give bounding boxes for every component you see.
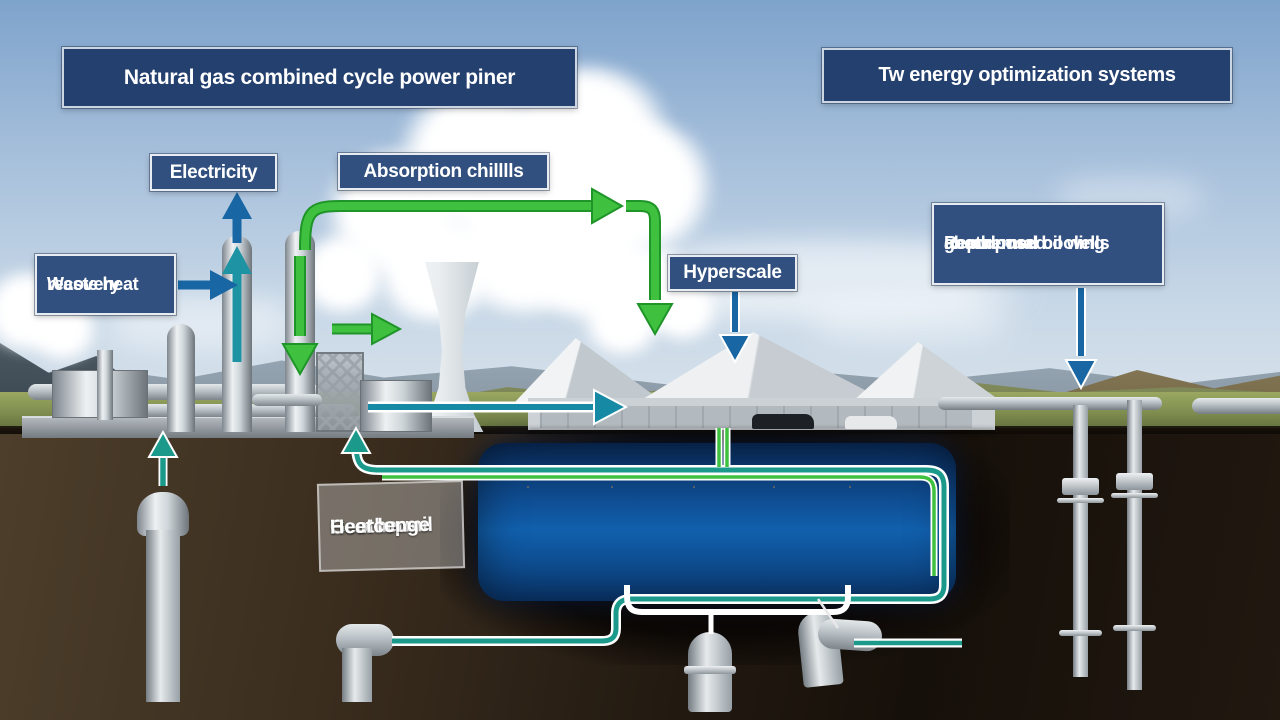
plant-column-1 xyxy=(222,236,252,432)
server-unit xyxy=(611,486,613,488)
label-repurposed-wells: Repurposed abandoned oil wells geotherma… xyxy=(932,203,1164,285)
rack-row xyxy=(690,486,696,507)
cloud xyxy=(760,300,1060,345)
server-unit xyxy=(527,486,529,488)
server-rack xyxy=(846,486,924,598)
edge-pipeline xyxy=(1192,398,1280,414)
injection-pipe-elbow xyxy=(137,492,189,536)
plant-machinery-block xyxy=(360,380,432,432)
plant-stack xyxy=(97,350,113,420)
well-disc xyxy=(1113,625,1156,631)
server-unit xyxy=(773,486,775,488)
well-disc xyxy=(1111,493,1158,498)
server-unit xyxy=(693,486,695,488)
title-left: Natural gas combined cycle power piner xyxy=(62,47,577,108)
label-hyperscale: Hyperscale xyxy=(668,255,797,291)
rack-row xyxy=(770,486,776,507)
wellhead-flange xyxy=(1062,478,1099,495)
server-rack xyxy=(690,486,768,598)
server-rack xyxy=(770,486,848,598)
well-feed-pipe xyxy=(938,397,1162,410)
plant-truss-structure xyxy=(316,352,364,432)
injection-pipe xyxy=(146,530,180,702)
label-electricity: Electricity xyxy=(150,154,277,191)
title-right-text: Tw energy optimization systems xyxy=(878,64,1176,86)
plant-pipe-elbow xyxy=(252,394,322,406)
ground-edge xyxy=(0,426,1280,434)
well-pipe-1 xyxy=(1073,405,1088,677)
parked-car xyxy=(752,414,814,429)
dome-pipe-collar xyxy=(684,666,736,674)
well-pipe-2 xyxy=(1127,400,1142,690)
loop-pipe xyxy=(342,648,372,702)
rack-row xyxy=(846,486,852,507)
server-rack xyxy=(608,486,686,598)
label-waste-heat-recovery: Waste heat recovery xyxy=(35,254,176,315)
well-disc xyxy=(1059,630,1102,636)
server-rack xyxy=(524,486,602,598)
parked-car xyxy=(845,416,897,429)
well-disc xyxy=(1057,498,1104,503)
rack-row xyxy=(608,486,614,507)
steam-puff xyxy=(580,285,665,355)
wellhead-flange xyxy=(1116,473,1153,490)
title-right: Tw energy optimization systems xyxy=(822,48,1232,103)
plant-vessel xyxy=(167,324,195,432)
building-shadow xyxy=(528,428,995,434)
label-geothermal-heat-loop: Geothermil Heat lops Heercenge xyxy=(316,480,466,572)
rack-row xyxy=(524,486,530,507)
elbow-pipe-arm xyxy=(817,617,883,653)
label-absorption-chillers: Absorption chilllls xyxy=(338,153,549,190)
server-unit xyxy=(849,486,851,488)
title-left-text: Natural gas combined cycle power piner xyxy=(123,65,516,89)
